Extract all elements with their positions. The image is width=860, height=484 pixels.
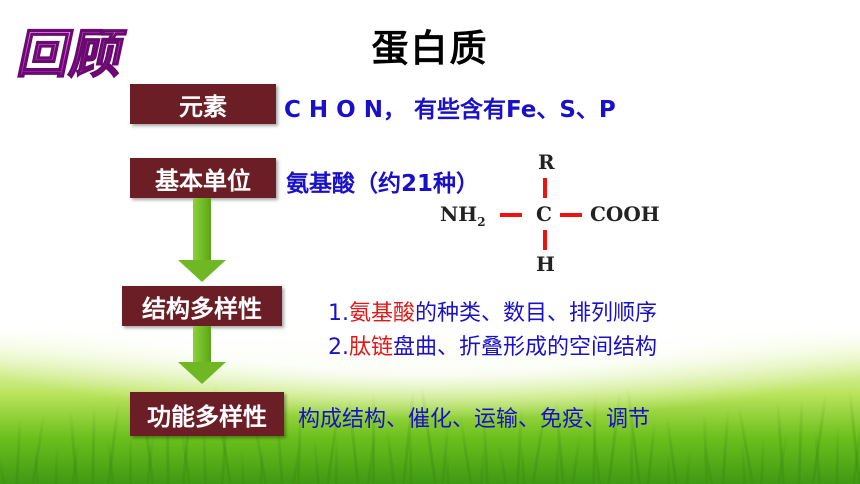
grass-blade [334, 434, 339, 484]
function-text: 构成结构、催化、运输、免疫、调节 [298, 407, 651, 432]
formula-nh2: NH2 [440, 202, 486, 229]
diversity-line-2: 2.肽链盘曲、折叠形成的空间结构 [328, 329, 657, 361]
arrow-shaft-2 [193, 326, 211, 364]
bond-right [560, 213, 582, 217]
formula-h: H [536, 252, 555, 276]
structural-diversity-box: 结构多样性 [122, 286, 282, 326]
bond-left [500, 213, 522, 217]
basic-unit-box: 基本单位 [130, 158, 276, 198]
formula-r: R [538, 150, 555, 174]
line-number: 1. [328, 301, 349, 326]
elements-box: 元素 [130, 84, 276, 124]
elements-text: C H O N， 有些含有Fe、S、P [284, 97, 616, 123]
bond-top [543, 178, 547, 198]
page-title: 蛋白质 [371, 27, 489, 70]
arrow-down-icon [178, 362, 226, 384]
line-text: 的种类、数目、排列顺序 [415, 301, 658, 326]
amino-acid-text: 氨基酸（约21种） [286, 171, 480, 197]
formula-c: C [536, 202, 552, 226]
grass-blade [372, 394, 375, 484]
grass-blade [630, 424, 633, 484]
highlight-term: 肽链 [349, 335, 394, 360]
arrow-down-icon [178, 260, 226, 282]
functional-diversity-box: 功能多样性 [130, 392, 284, 436]
arrow-shaft-1 [193, 198, 211, 262]
line-number: 2. [328, 335, 349, 360]
review-logo: 回顾 [12, 24, 130, 84]
bond-bottom [543, 230, 547, 250]
logo-text: 回顾 [13, 25, 130, 84]
line-text: 盘曲、折叠形成的空间结构 [393, 335, 658, 360]
grass-blade [129, 434, 132, 484]
highlight-term: 氨基酸 [349, 301, 416, 326]
formula-cooh: COOH [590, 202, 660, 226]
diversity-line-1: 1.氨基酸的种类、数目、排列顺序 [328, 295, 657, 327]
